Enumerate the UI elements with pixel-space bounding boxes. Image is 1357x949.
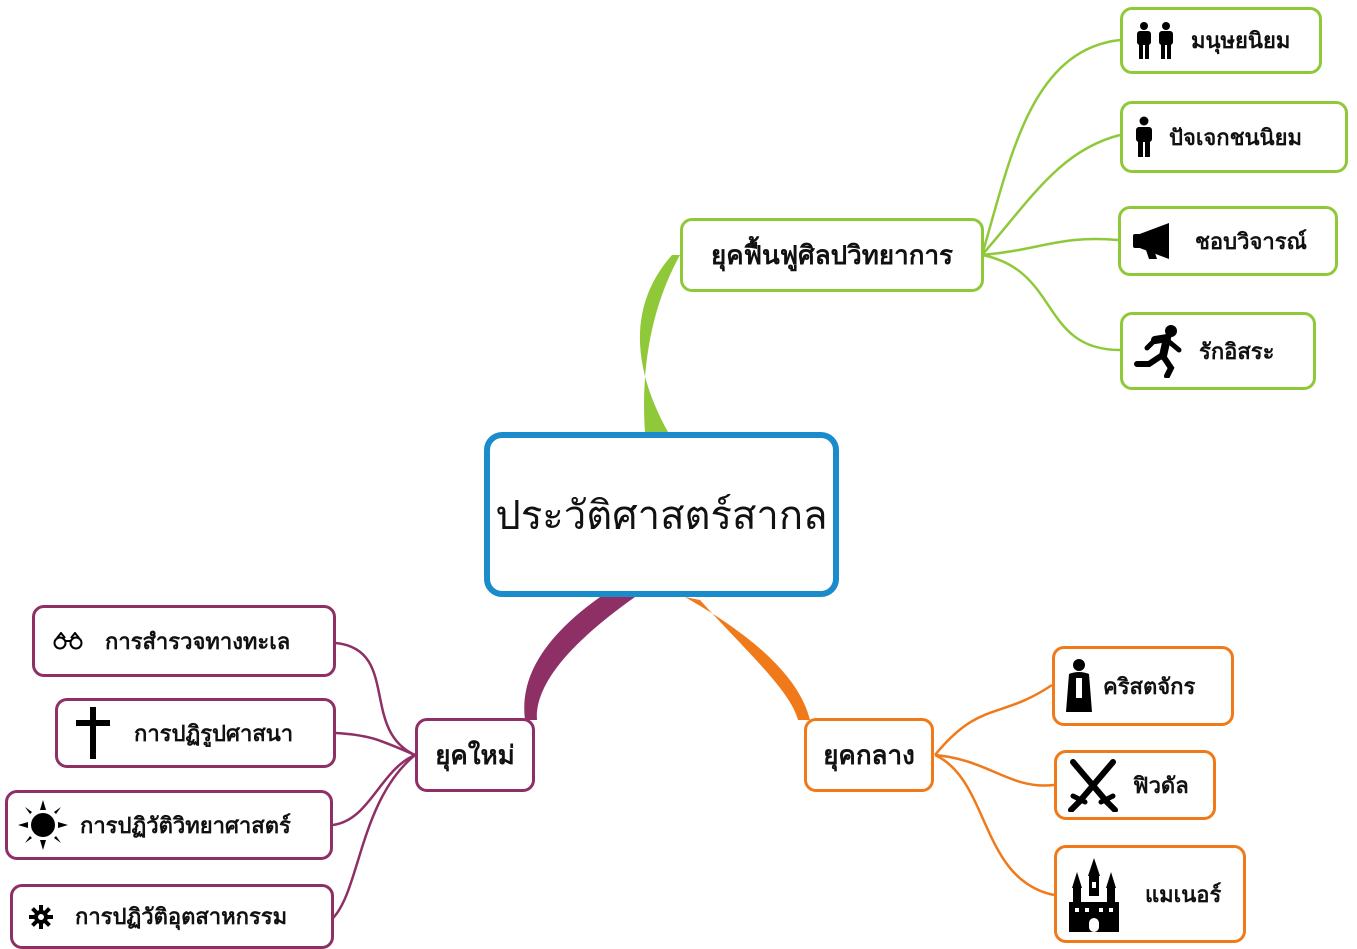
link-modern-3 [332, 753, 416, 827]
topic-renaissance[interactable]: ยุคฟื้นฟูศิลปวิทยาการ [680, 218, 984, 292]
megaphone-icon [1131, 221, 1181, 261]
link-renaissance-4 [981, 253, 1121, 352]
subtopic-manor-label: แมเนอร์ [1145, 881, 1222, 908]
two-people-icon [1133, 21, 1177, 61]
link-medieval-3 [934, 753, 1055, 897]
subtopic-scientific-revolution[interactable]: การปฏิวัติวิทยาศาสตร์ [5, 790, 333, 860]
gear-icon [29, 904, 53, 929]
subtopic-reformation[interactable]: การปฏิรูปศาสนา [55, 698, 336, 768]
subtopic-church-label: คริสตจักร [1103, 673, 1196, 700]
subtopic-individualism[interactable]: ปัจเจกชนนิยม [1120, 101, 1348, 173]
subtopic-freedom[interactable]: รักอิสระ [1120, 312, 1316, 390]
subtopic-exploration[interactable]: การสำรวจทางทะเล [32, 605, 336, 677]
topic-renaissance-label: ยุคฟื้นฟูศิลปวิทยาการ [710, 240, 954, 271]
monk-icon [1065, 658, 1093, 714]
subtopic-freedom-label: รักอิสระ [1199, 338, 1275, 365]
link-modern-4 [332, 754, 416, 919]
subtopic-feudal-label: ฟิวดัล [1133, 772, 1189, 799]
subtopic-manor[interactable]: แมเนอร์ [1054, 845, 1246, 943]
link-modern-1 [335, 641, 416, 757]
binoculars-icon [53, 632, 83, 650]
subtopic-critical-label: ชอบวิจารณ์ [1195, 228, 1307, 255]
subtopic-humanism[interactable]: มนุษยนิยม [1120, 7, 1322, 74]
sun-icon [18, 800, 68, 850]
subtopic-critical[interactable]: ชอบวิจารณ์ [1118, 206, 1338, 276]
cross-icon [76, 707, 110, 759]
topic-modern-label: ยุคใหม่ [435, 740, 515, 771]
running-person-icon [1133, 324, 1185, 378]
subtopic-feudal[interactable]: ฟิวดัล [1054, 750, 1216, 820]
person-icon [1133, 116, 1155, 158]
subtopic-industrial-revolution[interactable]: การปฏิวัติอุตสาหกรรม [10, 884, 334, 949]
subtopic-humanism-label: มนุษยนิยม [1191, 28, 1291, 54]
link-renaissance-2 [981, 133, 1121, 256]
branch-line-renaissance [639, 255, 680, 432]
link-renaissance-1 [980, 38, 1121, 256]
central-topic[interactable]: ประวัติศาสตร์สากล [484, 432, 839, 597]
link-medieval-1 [934, 683, 1053, 756]
subtopic-exploration-label: การสำรวจทางทะเล [105, 628, 291, 655]
topic-medieval-label: ยุคกลาง [823, 740, 915, 771]
branch-line-modern [524, 597, 635, 720]
subtopic-reformation-label: การปฏิรูปศาสนา [134, 720, 294, 747]
link-renaissance-3 [981, 237, 1119, 257]
subtopic-church[interactable]: คริสตจักร [1052, 646, 1234, 726]
subtopic-individualism-label: ปัจเจกชนนิยม [1169, 124, 1302, 151]
link-modern-2 [335, 731, 416, 757]
crossed-swords-icon [1067, 758, 1119, 812]
subtopic-scientific-revolution-label: การปฏิวัติวิทยาศาสตร์ [80, 812, 291, 839]
topic-medieval[interactable]: ยุคกลาง [804, 718, 934, 792]
branch-line-medieval [685, 597, 810, 720]
subtopic-industrial-revolution-label: การปฏิวัติอุตสาหกรรม [75, 904, 288, 930]
link-medieval-2 [934, 753, 1055, 787]
central-topic-label: ประวัติศาสตร์สากล [495, 492, 828, 539]
topic-modern[interactable]: ยุคใหม่ [415, 718, 535, 792]
castle-icon [1067, 854, 1121, 934]
